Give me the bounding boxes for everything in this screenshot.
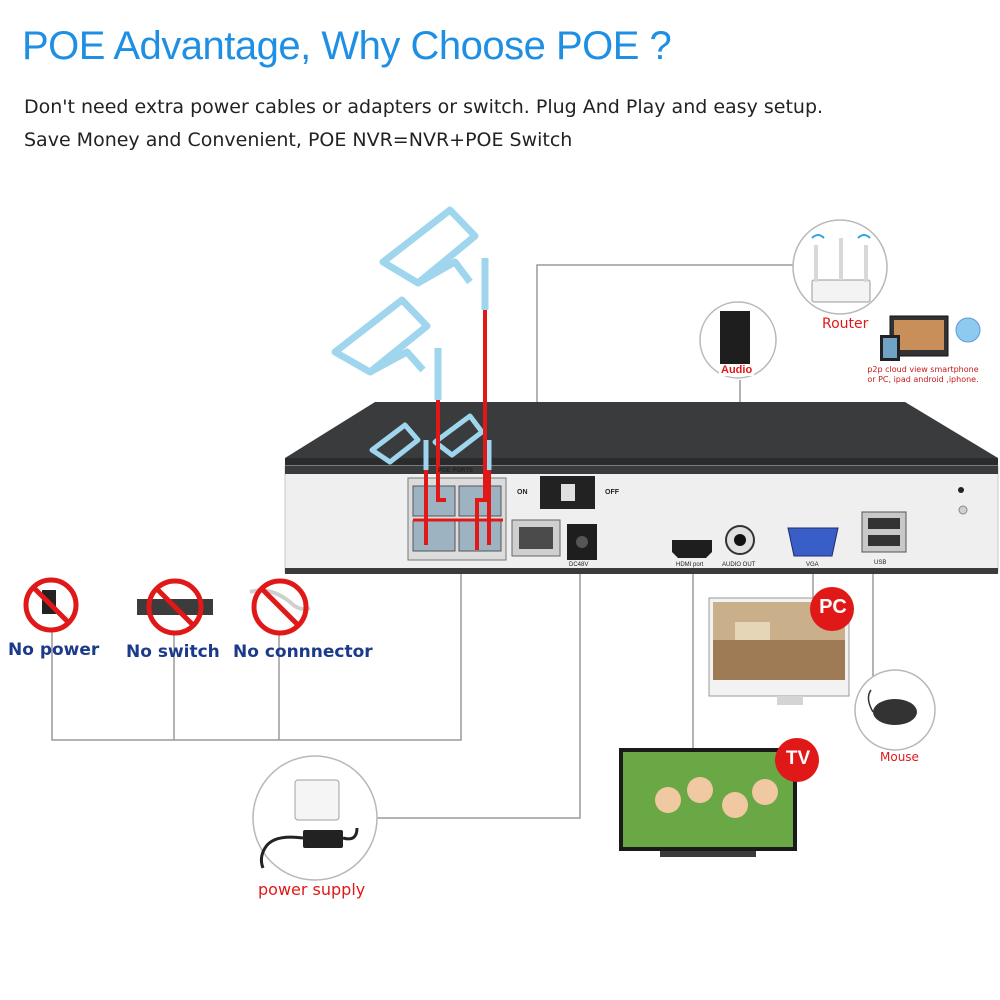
- nvr-front-bevel: [285, 466, 998, 474]
- poe-port-1[interactable]: [412, 485, 456, 517]
- wall-socket-icon: [294, 779, 340, 821]
- poe-port-3[interactable]: [412, 520, 456, 552]
- lan-port-inner: [519, 527, 553, 549]
- router-device: [792, 219, 888, 315]
- audio-out-label: AUDIO OUT: [722, 562, 756, 568]
- audio-out-hole: [734, 534, 746, 546]
- p2p-label-line-2: or PC, ipad android ,iphone.: [867, 375, 979, 384]
- no-items-bracket: [51, 570, 462, 741]
- no-connector-sign: [249, 578, 311, 636]
- no-connector-label: No connnector: [233, 642, 373, 662]
- subtitle-line-2: Save Money and Convenient, POE NVR=NVR+P…: [24, 129, 573, 151]
- no-switch-sign: [137, 578, 213, 636]
- audio-device: [699, 301, 777, 379]
- poe-port-4[interactable]: [458, 520, 502, 552]
- router-label: Router: [822, 316, 869, 332]
- audio-label: Audio: [719, 364, 755, 376]
- usb-port-1[interactable]: [868, 518, 900, 529]
- power-line: [376, 560, 581, 819]
- camera-icon: [379, 206, 489, 310]
- mouse-device: [854, 669, 936, 751]
- p2p-label-line-1: p2p cloud view smartphone: [867, 365, 979, 374]
- power-supply-device: [252, 755, 378, 881]
- camera-icon: [432, 413, 492, 470]
- switch-off-label: OFF: [605, 489, 619, 496]
- mouse-icon: [873, 699, 917, 725]
- switch-on-label: ON: [517, 489, 528, 496]
- subtitle-line-1: Don't need extra power cables or adapter…: [24, 96, 824, 118]
- no-switch-label: No switch: [126, 642, 220, 662]
- status-led: [958, 487, 964, 493]
- poe-ports-label: POE PORTS: [438, 468, 474, 474]
- page-title: POE Advantage, Why Choose POE ?: [22, 24, 672, 68]
- pc-badge: PC: [819, 596, 847, 618]
- adapter-icon: [303, 830, 343, 848]
- vga-port[interactable]: [787, 527, 839, 557]
- wifi-icon: [857, 234, 871, 239]
- poe-cables: [413, 310, 503, 550]
- camera-icon: [369, 422, 429, 470]
- nvr-top: [285, 402, 998, 458]
- power-supply-label: power supply: [258, 880, 366, 899]
- reset-hole: [958, 505, 968, 515]
- power-switch-rocker: [561, 484, 575, 501]
- dc-jack-hole: [576, 536, 588, 548]
- camera-icon: [331, 296, 442, 400]
- vga-label: VGA: [806, 562, 819, 568]
- poe-cameras: [331, 206, 492, 470]
- no-power-sign: [23, 577, 79, 633]
- poe-cable: [436, 400, 446, 502]
- usb-port-2[interactable]: [868, 535, 900, 546]
- poe-cable: [475, 310, 487, 550]
- hdmi-port[interactable]: [672, 540, 712, 558]
- tv-device: [619, 738, 819, 857]
- nvr-bottom-bevel: [285, 568, 998, 574]
- wifi-icon: [811, 234, 825, 239]
- tv-badge: TV: [785, 748, 811, 769]
- nvr-device: [284, 402, 999, 574]
- mouse-label: Mouse: [880, 750, 919, 764]
- p2p-devices-icon: [880, 315, 981, 361]
- hdmi-label: HDMI port: [676, 562, 704, 568]
- no-power-label: No power: [8, 640, 100, 660]
- dc-label: DC48V: [569, 562, 589, 568]
- speaker-icon: [720, 311, 750, 366]
- usb-label: USB: [874, 560, 887, 566]
- pc-monitor: [708, 587, 854, 705]
